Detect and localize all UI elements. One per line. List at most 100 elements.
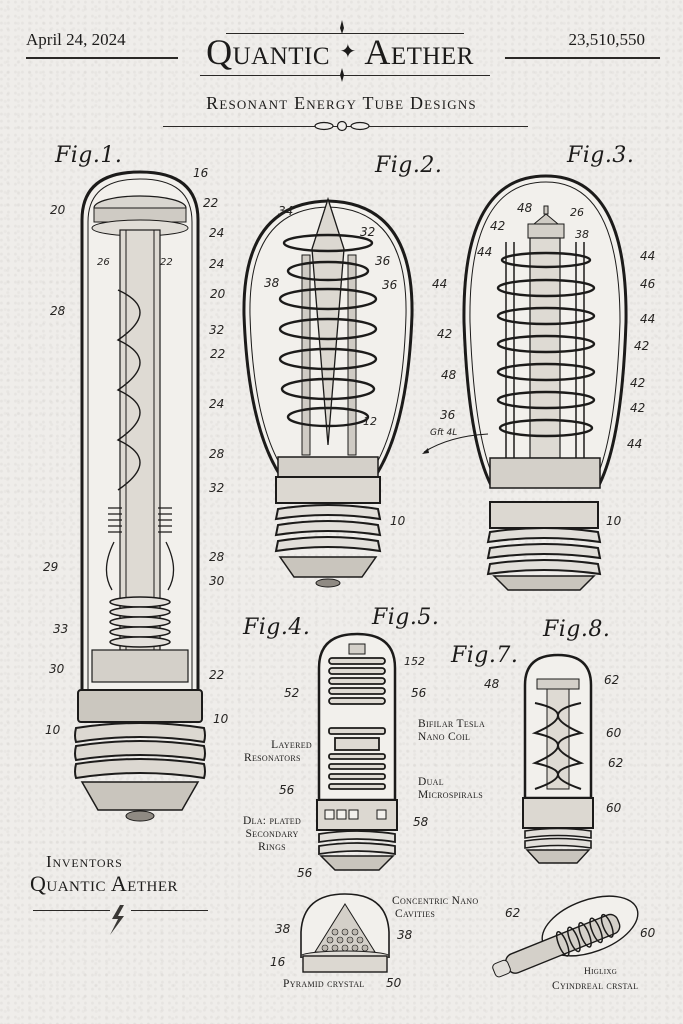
brand-rule-top	[226, 33, 464, 34]
cylinder-label: 60	[640, 926, 656, 940]
fig-1-label: 22	[160, 257, 173, 268]
fig-1-label: 28	[209, 447, 225, 461]
fig-1-label: 33	[53, 622, 69, 636]
annotation-arrow-icon	[422, 433, 489, 454]
header-rule-right	[505, 57, 660, 59]
fig-1-label: 20	[50, 203, 66, 217]
fig-2-title: Fig.2.	[375, 153, 443, 178]
header-rule-left	[26, 57, 178, 59]
fig-2-label: 34	[278, 204, 294, 218]
fig-8-label: 62	[608, 756, 624, 770]
pyramid-label: 38	[397, 928, 413, 942]
fig-2-label: 12	[363, 415, 377, 428]
fig-3-label: 48	[441, 368, 457, 382]
fig-3-label: 42	[630, 376, 646, 390]
fig-8-label: 60	[606, 801, 622, 815]
caption-line: Microspirals	[418, 789, 483, 801]
fig-3-label: 46	[640, 277, 656, 291]
cylindrical-crystal-drawing	[492, 895, 639, 978]
fig-1-label: 24	[209, 226, 225, 240]
fig-5-title: Fig.5.	[372, 605, 440, 630]
fig-3-label: 42	[490, 219, 506, 233]
brand-rule-bottom	[200, 75, 490, 76]
patent-date: April 24, 2024	[26, 30, 126, 49]
fig-1-label: 29	[43, 560, 59, 574]
fig-1-label: 30	[209, 574, 225, 588]
fig-1-label: 22	[203, 196, 219, 210]
fig-3-label: 26	[570, 206, 584, 219]
fig-1-label: 20	[210, 287, 226, 301]
fig-1-label: 28	[50, 304, 66, 318]
brand-title: Quantic ✦ Aether	[180, 34, 500, 70]
caption-cylindrical-crystal: Cyindreal crstal	[552, 980, 639, 992]
pyramid-label: 50	[386, 976, 402, 990]
caption-line: Cavities	[395, 908, 436, 920]
fig-3-label: 44	[640, 312, 656, 326]
fig-8-label: 48	[484, 677, 500, 691]
fig-1-label: 28	[209, 550, 225, 564]
fig-5-label: 52	[284, 686, 300, 700]
caption-line: Layered	[271, 739, 312, 751]
caption-line: Rings	[258, 841, 286, 853]
caption-line: Secondary	[245, 828, 299, 840]
page-subtitle: Resonant Energy Tube Designs	[206, 93, 477, 113]
fig-3-label: 44	[627, 437, 643, 451]
caption-helix: Higlixg	[584, 967, 618, 977]
footer-rule-left	[33, 910, 110, 911]
fig-2-label: 38	[264, 276, 280, 290]
lightning-bolt-icon	[110, 905, 124, 935]
fig-8-helix-capsule-drawing	[522, 653, 594, 864]
fig-2-label: 32	[360, 225, 376, 239]
fig-2-bulb-drawing	[242, 196, 414, 588]
fig-1-label: 26	[97, 257, 110, 268]
fig-1-label: 24	[209, 257, 225, 271]
inventors-name: Quantic Aether	[30, 871, 179, 896]
fig-3-label: 48	[517, 201, 533, 215]
pyramid-label: 16	[270, 955, 286, 969]
caption-line: Nano Coil	[418, 731, 471, 743]
fig-5-label: 56	[297, 866, 313, 880]
caption-bifilar-tesla-nano-coil: Bifilar Tesla Nano Coil	[418, 718, 485, 744]
patent-number: 23,510,550	[568, 30, 646, 49]
fig-5-label: 56	[411, 686, 427, 700]
fig-1-label: 30	[49, 662, 65, 676]
fig-4-title: Fig.4.	[243, 615, 311, 640]
fig-3-label: 42	[634, 339, 650, 353]
fig-8-title: Fig.8.	[543, 617, 611, 642]
caption-line: Concentric Nano	[392, 895, 479, 907]
fig-3-label: 38	[575, 228, 589, 241]
fig-1-label: 24	[209, 397, 225, 411]
footer-rule-right	[131, 910, 208, 911]
fig-1-label: 32	[209, 323, 225, 337]
fig-7-title: Fig.7.	[451, 643, 519, 668]
fig-3-label: 44	[432, 277, 448, 291]
caption-concentric-nano-cavities: Concentric Nano Cavities	[392, 895, 478, 921]
fig-1-label: 16	[193, 166, 209, 180]
fig-3-title: Fig.3.	[567, 143, 635, 168]
fig-3-label: 44	[640, 249, 656, 263]
brand-word-1: Quantic	[206, 32, 331, 72]
caption-line: Dla: plated	[242, 815, 302, 827]
fig-8-label: 60	[606, 726, 622, 740]
fig-5-label: 58	[413, 815, 429, 829]
fig-1-tall-tube-drawing	[74, 170, 206, 822]
fig-8-label: 62	[604, 673, 620, 687]
caption-line: Dual	[418, 776, 444, 788]
diamond-ornament-icon	[340, 20, 344, 82]
flourish-ornament-icon	[314, 120, 370, 132]
caption-layered-resonators-2: Resonators	[244, 752, 301, 764]
caption-dual-plated-rings: Dla: plated Secondary Rings	[228, 815, 316, 854]
caption-layered-resonators: Layered	[262, 739, 312, 752]
fig-1-label: 10	[213, 712, 229, 726]
fig-1-label: 10	[45, 723, 61, 737]
caption-pyramid-crystal: Pyramid crystal	[283, 978, 365, 990]
fig-3-cage-bulb-drawing	[462, 174, 628, 591]
brand-word-2: Aether	[364, 32, 474, 72]
fig-5-capsule-drawing	[316, 632, 398, 871]
fig-1-title: Fig.1.	[55, 143, 123, 168]
fig-5-label: 152	[404, 655, 425, 668]
fig-5-label: 56	[279, 783, 295, 797]
fig-1-label: 22	[209, 668, 225, 682]
pyramid-crystal-dome-drawing	[300, 893, 390, 973]
fig-1-label: 22	[210, 347, 226, 361]
